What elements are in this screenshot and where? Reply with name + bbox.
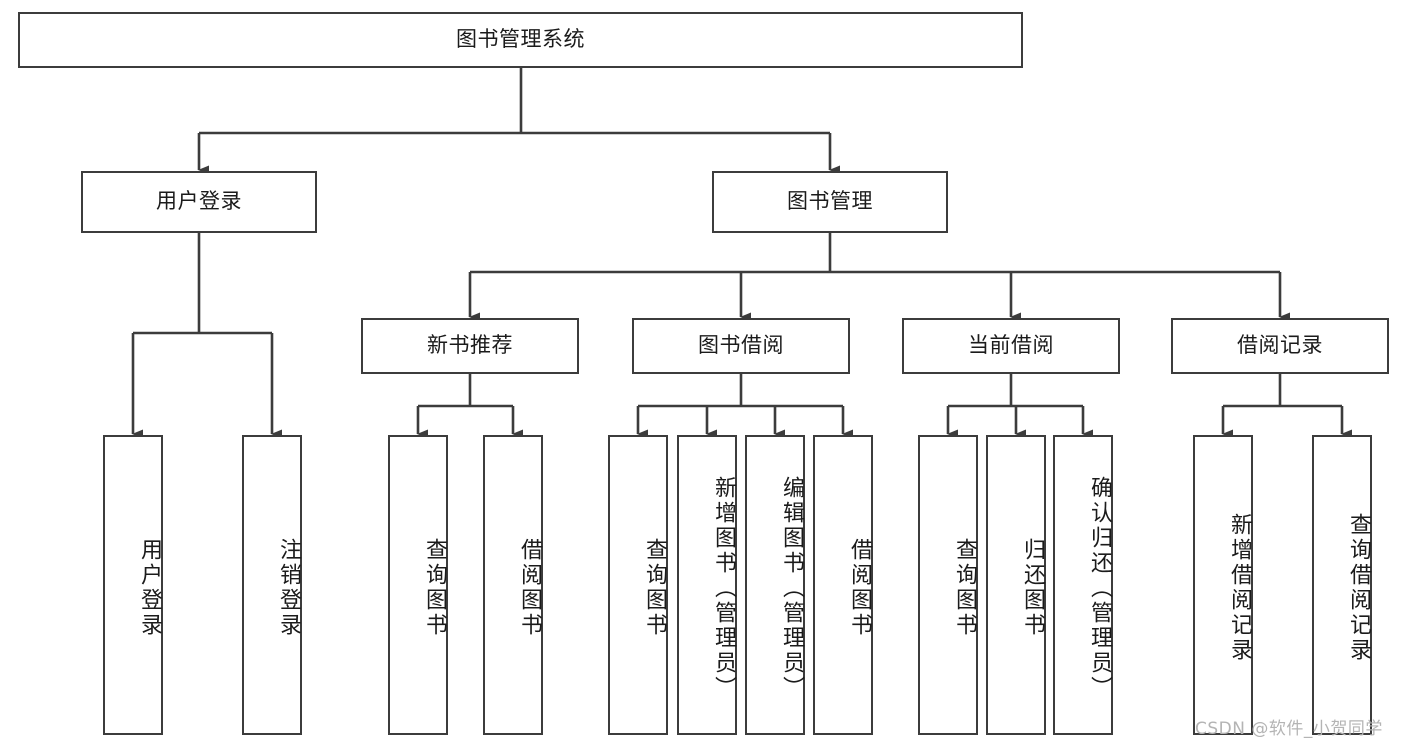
node-leaf-borrow-book-1-label: 借阅图书 [517, 538, 542, 638]
node-leaf-borrow-book-1[interactable]: 借阅图书 [483, 435, 543, 735]
node-leaf-return-book-label: 归还图书 [1020, 538, 1045, 638]
node-leaf-query-book-1[interactable]: 查询图书 [388, 435, 448, 735]
node-book-manage[interactable]: 图书管理 [712, 171, 948, 233]
node-leaf-user-logout-label: 注销登录 [276, 538, 301, 638]
node-leaf-query-book-3-label: 查询图书 [952, 538, 977, 638]
node-leaf-add-record[interactable]: 新增借阅记录 [1193, 435, 1253, 735]
node-leaf-query-book-3[interactable]: 查询图书 [918, 435, 978, 735]
node-leaf-edit-book-label: 编辑图书（管理员） [779, 475, 804, 701]
node-leaf-add-book[interactable]: 新增图书（管理员） [677, 435, 737, 735]
node-root-label: 图书管理系统 [456, 27, 585, 52]
watermark: CSDN @软件_小贺同学 [1195, 719, 1383, 739]
node-leaf-add-record-label: 新增借阅记录 [1227, 513, 1252, 663]
node-current-borrow-label: 当前借阅 [968, 333, 1054, 358]
node-leaf-user-login[interactable]: 用户登录 [103, 435, 163, 735]
node-leaf-user-logout[interactable]: 注销登录 [242, 435, 302, 735]
node-leaf-query-record[interactable]: 查询借阅记录 [1312, 435, 1372, 735]
node-user-login[interactable]: 用户登录 [81, 171, 317, 233]
node-root[interactable]: 图书管理系统 [18, 12, 1023, 68]
node-current-borrow[interactable]: 当前借阅 [902, 318, 1120, 374]
node-borrow-record-label: 借阅记录 [1237, 333, 1323, 358]
node-leaf-query-book-1-label: 查询图书 [422, 538, 447, 638]
node-leaf-query-record-label: 查询借阅记录 [1346, 513, 1371, 663]
node-leaf-borrow-book-2-label: 借阅图书 [847, 538, 872, 638]
node-book-manage-label: 图书管理 [787, 189, 873, 214]
node-leaf-query-book-2[interactable]: 查询图书 [608, 435, 668, 735]
edges [131, 68, 1352, 439]
node-leaf-add-book-label: 新增图书（管理员） [711, 475, 736, 701]
node-leaf-edit-book[interactable]: 编辑图书（管理员） [745, 435, 805, 735]
node-new-book-recommend-label: 新书推荐 [427, 333, 513, 358]
node-book-borrow-label: 图书借阅 [698, 333, 784, 358]
node-leaf-confirm-return-label: 确认归还（管理员） [1087, 475, 1112, 701]
node-new-book-recommend[interactable]: 新书推荐 [361, 318, 579, 374]
node-leaf-query-book-2-label: 查询图书 [642, 538, 667, 638]
node-leaf-user-login-label: 用户登录 [137, 538, 162, 638]
node-leaf-confirm-return[interactable]: 确认归还（管理员） [1053, 435, 1113, 735]
node-book-borrow[interactable]: 图书借阅 [632, 318, 850, 374]
node-borrow-record[interactable]: 借阅记录 [1171, 318, 1389, 374]
node-leaf-return-book[interactable]: 归还图书 [986, 435, 1046, 735]
node-leaf-borrow-book-2[interactable]: 借阅图书 [813, 435, 873, 735]
node-user-login-label: 用户登录 [156, 189, 242, 214]
